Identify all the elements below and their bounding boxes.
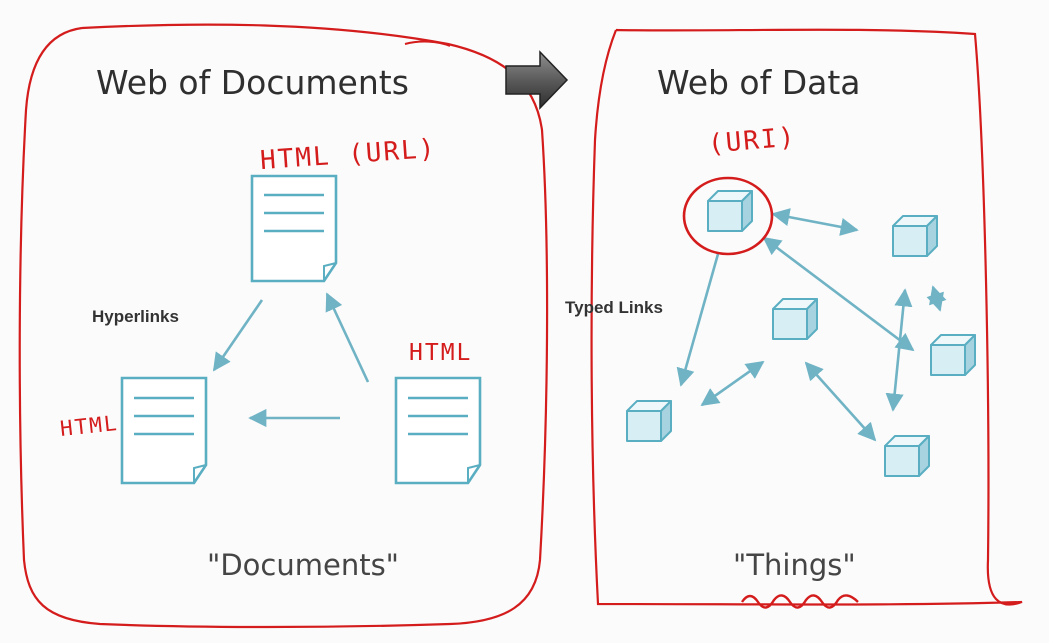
things-underline-squiggle: [741, 594, 859, 609]
cube-icon: [772, 298, 818, 340]
cube-icon: [930, 334, 976, 376]
hyperlink-arrow: [325, 292, 370, 383]
right-panel-title: Web of Data: [657, 63, 861, 102]
document-icon: [394, 376, 482, 485]
typed-link-arrow: [771, 208, 859, 236]
document-icon: [120, 376, 208, 485]
typed-link-arrow: [885, 288, 913, 412]
things-caption: "Things": [733, 548, 856, 582]
typed-links-label: Typed Links: [565, 298, 663, 317]
left-panel-outline-tail: [404, 40, 451, 47]
documents-caption: "Documents": [207, 548, 400, 582]
typed-link-arrow: [676, 253, 720, 387]
hyperlink-arrow: [212, 299, 264, 372]
cube-icon: [626, 400, 672, 442]
left-panel-title: Web of Documents: [96, 63, 409, 102]
cube-icon: [884, 435, 930, 477]
hyperlinks-label: Hyperlinks: [92, 307, 179, 326]
typed-link-arrow: [804, 361, 877, 442]
typed-link-arrow: [700, 360, 765, 407]
arrow-right-icon: [505, 50, 569, 110]
right-panel-outline: [590, 28, 1023, 606]
typed-link-arrow: [926, 285, 947, 312]
document-icon: [250, 174, 338, 283]
cube-icon: [892, 215, 938, 257]
cube-icon: [707, 190, 753, 232]
uri-highlight-circle: [682, 176, 774, 256]
left-panel-outline: [18, 23, 549, 629]
html-annotation-right: HTML: [409, 340, 473, 366]
